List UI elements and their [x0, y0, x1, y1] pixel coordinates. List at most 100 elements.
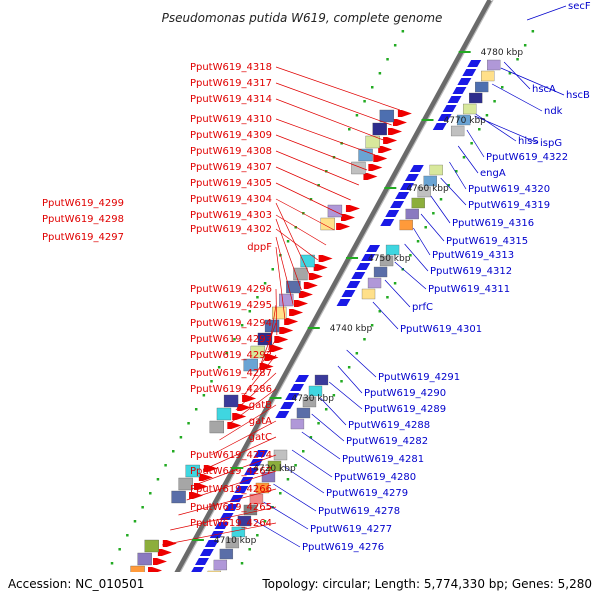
gene-label-right[interactable]: PputW619_4322 [486, 152, 568, 163]
guide-dot [409, 254, 412, 257]
gene-label-left[interactable]: PputW619_4317 [190, 78, 272, 89]
leader-line-right [394, 261, 427, 290]
guide-dot [294, 226, 297, 229]
gene-label-right[interactable]: hisS [518, 136, 539, 147]
gene-label-left[interactable]: PputW619_4299 [42, 198, 124, 209]
gene-label-right[interactable]: secF [568, 1, 591, 12]
reverse-gene-arrow [274, 336, 289, 343]
gene-label-right[interactable]: engA [480, 168, 506, 179]
reverse-gene-arrow [313, 264, 328, 271]
gene-label-right[interactable]: PputW619_4320 [468, 184, 550, 195]
gene-label-left[interactable]: PputW619_4314 [190, 94, 272, 105]
gene-label-left[interactable]: PputW619_4297 [42, 232, 124, 243]
gene-label-left[interactable]: PputW619_4307 [190, 162, 272, 173]
gene-label-right[interactable]: prfC [412, 302, 433, 313]
gene-label-right[interactable]: PputW619_4315 [446, 236, 528, 247]
gene-block [429, 164, 443, 176]
gene-label-left[interactable]: PputW619_4274 [190, 450, 272, 461]
gene-label-right[interactable]: PputW619_4276 [302, 542, 384, 553]
forward-gene-arrow [447, 96, 462, 103]
leader-line-right [474, 115, 539, 144]
gene-label-left[interactable]: PputW619_4265 [190, 502, 272, 513]
gene-label-left[interactable]: gatB [249, 400, 272, 411]
guide-dot [194, 408, 198, 411]
gene-label-right[interactable]: ispG [540, 138, 562, 149]
gene-block [267, 460, 282, 472]
leader-line-right [273, 483, 317, 512]
forward-gene-arrow [380, 219, 395, 226]
gene-label-right[interactable]: PputW619_4311 [428, 284, 510, 295]
gene-label-right[interactable]: PputW619_4291 [378, 372, 460, 383]
gene-label-left[interactable]: PputW619_4318 [190, 62, 272, 73]
gene-label-left[interactable]: PputW619_4266 [190, 484, 272, 495]
forward-gene-arrow [254, 450, 268, 457]
guide-dot [332, 394, 336, 397]
guide-dot [363, 338, 366, 341]
gene-label-right[interactable]: ndk [544, 106, 563, 117]
guide-dot [248, 310, 252, 313]
guide-dot [424, 226, 427, 229]
gene-label-left[interactable]: PputW619_4287 [190, 368, 272, 379]
gene-label-right[interactable]: PputW619_4279 [326, 488, 408, 499]
gene-label-left[interactable]: PputW619_4295 [190, 300, 272, 311]
gene-label-right[interactable]: PputW619_4289 [364, 404, 446, 415]
gene-label-left[interactable]: PputW619_4302 [190, 224, 272, 235]
leader-line-left [275, 166, 351, 201]
gene-label-right[interactable]: PputW619_4280 [334, 472, 416, 483]
gene-label-right[interactable]: PputW619_4312 [430, 266, 512, 277]
leader-line-right [491, 83, 543, 112]
gene-block [225, 537, 240, 549]
gene-label-left[interactable]: dppF [247, 242, 272, 253]
gene-label-left[interactable]: PputW619_4264 [190, 518, 272, 529]
scale-label: 4760 kbp [406, 184, 449, 194]
gene-label-left[interactable]: PputW619_4309 [190, 130, 272, 141]
leader-line-left [243, 354, 277, 396]
guide-dot [516, 58, 519, 61]
gene-label-left[interactable]: PputW619_4303 [190, 210, 272, 221]
gene-block [462, 103, 477, 115]
gene-label-right[interactable]: PputW619_4319 [468, 200, 550, 211]
gene-label-left[interactable]: PputW619_4298 [42, 214, 124, 225]
gene-label-left[interactable]: PputW619_4293 [190, 334, 272, 345]
gene-label-left[interactable]: PputW619_4292 [190, 350, 272, 361]
guide-dot [493, 100, 496, 103]
gene-label-left[interactable]: PputW619_4308 [190, 146, 272, 157]
gene-label-left[interactable]: PputW619_4310 [190, 114, 272, 125]
gene-label-right[interactable]: PputW619_4313 [432, 250, 514, 261]
gene-label-right[interactable]: hscA [532, 84, 556, 95]
reverse-gene-arrow [279, 327, 294, 334]
gene-label-right[interactable]: PputW619_4281 [342, 454, 424, 465]
guide-dot [309, 198, 313, 201]
reverse-gene-arrow [264, 354, 279, 361]
gene-label-left[interactable]: gatA [249, 416, 272, 427]
gene-label-left[interactable]: PputW619_4304 [190, 194, 272, 205]
gene-label-left[interactable]: PputW619_4294 [190, 318, 272, 329]
guide-dot [432, 212, 435, 215]
gene-label-right[interactable]: hscB [566, 90, 590, 101]
gene-label-right[interactable]: PputW619_4282 [346, 436, 428, 447]
gene-label-left[interactable]: PputW619_4296 [190, 284, 272, 295]
gene-label-right[interactable]: PputW619_4301 [400, 324, 482, 335]
leader-line-left [235, 372, 277, 411]
forward-gene-arrow [234, 486, 249, 493]
gene-label-right[interactable]: PputW619_4316 [452, 218, 534, 229]
gene-label-left[interactable]: PputW619_4305 [190, 178, 272, 189]
gene-block [237, 515, 252, 527]
guide-dot [225, 352, 229, 355]
gene-label-right[interactable]: PputW619_4278 [318, 506, 400, 517]
leader-line-left [268, 304, 277, 351]
leader-line-right [430, 195, 451, 224]
guide-dot [110, 562, 114, 565]
gene-label-left[interactable]: gatC [249, 432, 272, 443]
gene-block [308, 385, 323, 397]
gene-label-left[interactable]: PputW619_4286 [190, 384, 272, 395]
gene-label-right[interactable]: PputW619_4290 [364, 388, 446, 399]
forward-gene-arrow [395, 192, 410, 199]
guide-dot [378, 310, 382, 313]
gene-label-right[interactable]: PputW619_4288 [348, 420, 430, 431]
guide-dot [279, 492, 282, 495]
gene-label-right[interactable]: PputW619_4277 [310, 524, 392, 535]
gene-block [372, 122, 387, 136]
gene-label-left[interactable]: PputW619_4267 [190, 466, 272, 477]
